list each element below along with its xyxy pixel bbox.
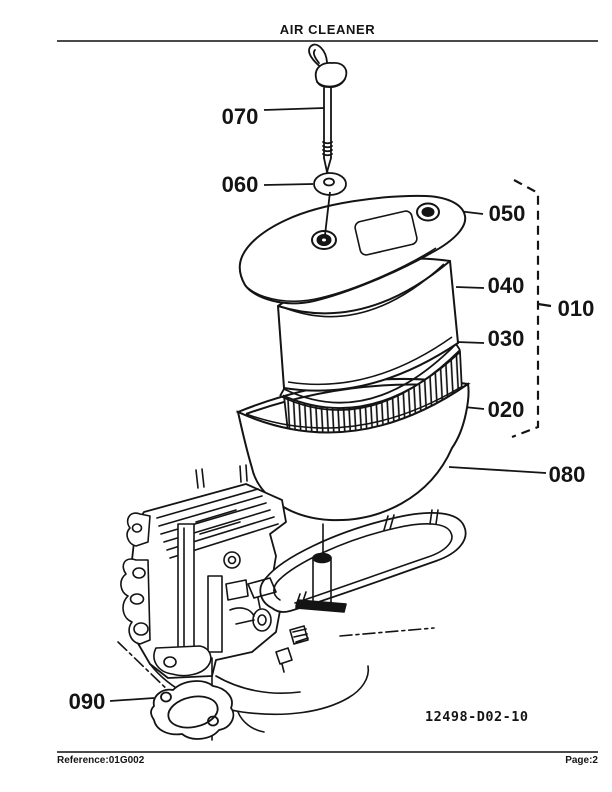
drawing-number-label: 12498-D02-10 [425,709,529,725]
header-rule [57,40,598,42]
wing-bolt-drawing [308,43,348,177]
group-bracket-010 [511,179,552,439]
leader-080 [448,466,547,474]
leader-040 [455,286,485,289]
footer-rule [57,751,598,753]
callout-090-label: 090 [69,689,106,714]
cleaner-body-drawing [236,382,470,522]
leader-030 [456,341,485,344]
gasket-drawing [150,680,235,740]
engine-assembly-drawing [117,464,467,741]
washer-drawing [313,172,347,196]
cover-drawing [238,191,467,305]
callout-labels: 070 060 050 040 030 020 010 080 090 [69,104,595,714]
leader-060 [263,183,314,186]
callout-030-label: 030 [488,326,525,351]
callout-020-label: 020 [488,397,525,422]
page-title: AIR CLEANER [279,22,376,37]
footer-page-number: Page:2 [565,755,598,766]
leader-090 [109,697,155,702]
callout-060-label: 060 [222,172,259,197]
callout-070-label: 070 [222,104,259,129]
callout-050-label: 050 [489,201,526,226]
footer-reference: Reference:01G002 [57,755,145,766]
callout-010-label: 010 [558,296,595,321]
callout-040-label: 040 [488,273,525,298]
callout-080-label: 080 [549,462,586,487]
leader-070 [263,107,325,111]
